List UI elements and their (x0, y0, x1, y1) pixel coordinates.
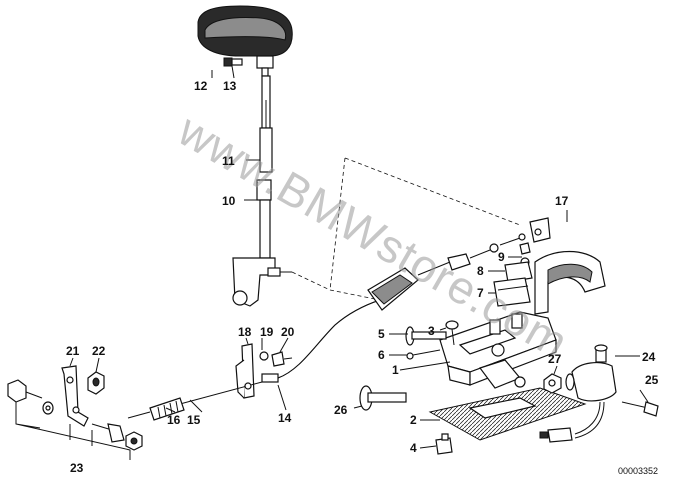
label-17: 17 (555, 194, 569, 208)
label-20: 20 (281, 325, 295, 339)
cable-cover (534, 251, 606, 315)
shift-knob (197, 5, 293, 77)
label-8: 8 (477, 264, 484, 278)
bolt-20 (271, 351, 293, 367)
bolt-26 (359, 385, 407, 411)
assembly-guide-lines (291, 157, 521, 301)
screw-13 (223, 57, 243, 67)
label-26: 26 (334, 403, 348, 417)
label-10: 10 (222, 194, 236, 208)
washer-19 (259, 351, 269, 361)
screw-6 (406, 349, 441, 360)
watermark: www.BMWstore.com (169, 103, 577, 369)
label-27: 27 (548, 352, 562, 366)
label-7: 7 (477, 286, 484, 300)
nut-27 (543, 373, 562, 394)
label-24: 24 (642, 350, 656, 364)
shift-cable (277, 233, 526, 379)
label-5: 5 (378, 327, 385, 341)
holder-17 (529, 217, 551, 243)
pin-23 (91, 423, 143, 451)
label-22: 22 (92, 344, 106, 358)
label-15: 15 (187, 413, 201, 427)
label-25: 25 (645, 373, 659, 387)
bearing-block-8 (504, 261, 533, 283)
shift-housing (439, 311, 557, 389)
bolt-23 (7, 379, 43, 403)
label-12: 12 (194, 79, 208, 93)
bracket-21 (61, 365, 89, 427)
screw-3 (445, 320, 459, 346)
label-4: 4 (410, 441, 417, 455)
selector-lever-lower (232, 179, 292, 307)
label-14: 14 (278, 411, 292, 425)
adjuster-16 (127, 397, 185, 421)
bolt-5 (405, 326, 447, 346)
base-plate-2 (428, 387, 587, 441)
label-9: 9 (498, 250, 505, 264)
label-11: 11 (222, 154, 235, 168)
label-18: 18 (238, 325, 252, 339)
cable-end-15 (179, 373, 279, 405)
washer-23 (42, 401, 54, 415)
label-1: 1 (392, 363, 399, 377)
selector-lever-upper (259, 75, 273, 173)
bearing-block-7 (493, 277, 531, 307)
bracket-line-23 (15, 402, 131, 460)
label-6: 6 (378, 348, 385, 362)
label-3: 3 (428, 324, 435, 338)
leader-lines (69, 65, 649, 449)
label-21: 21 (66, 344, 80, 358)
switch-24 (539, 344, 617, 443)
label-13: 13 (223, 79, 237, 93)
bracket-18 (235, 343, 255, 399)
label-2: 2 (410, 413, 417, 427)
nut-22 (87, 371, 105, 395)
label-23: 23 (70, 461, 84, 475)
reference-number: 00003352 (618, 466, 658, 476)
clip-4 (435, 433, 453, 455)
label-19: 19 (260, 325, 274, 339)
bolt-25 (621, 401, 659, 417)
label-16: 16 (167, 413, 181, 427)
